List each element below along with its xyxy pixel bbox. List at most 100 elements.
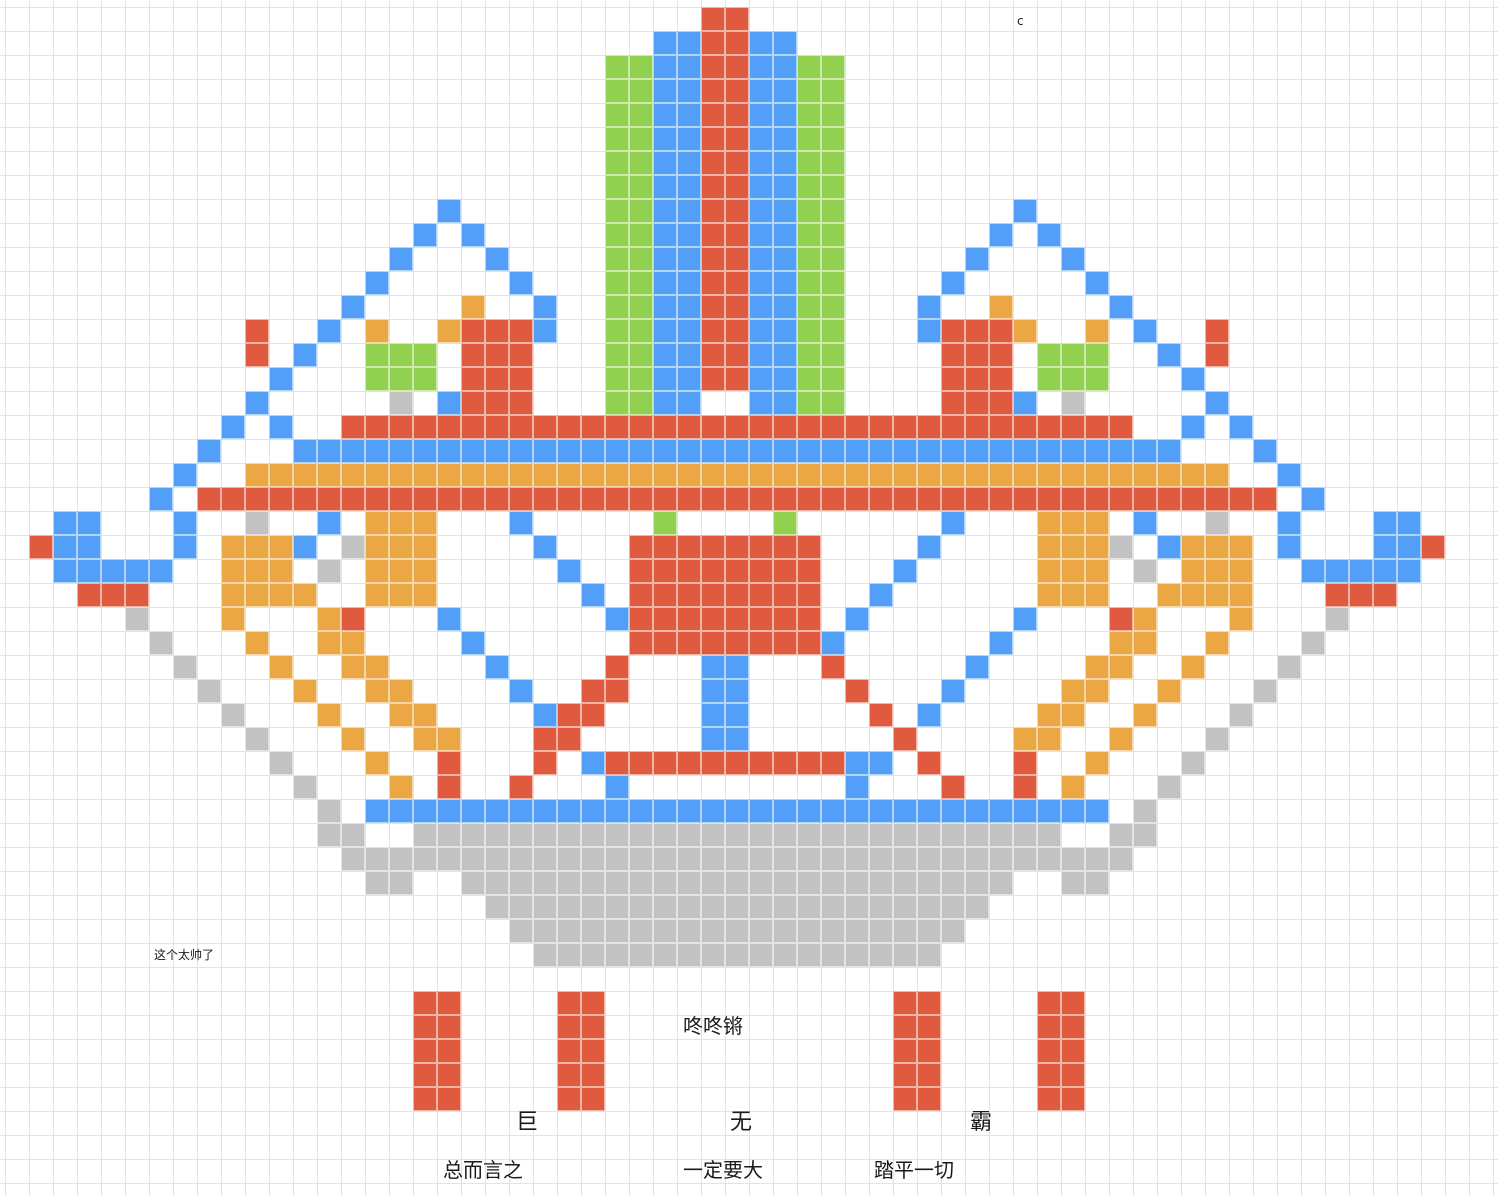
pixel-cell	[1277, 463, 1301, 487]
pixel-cell	[1061, 559, 1085, 583]
pixel-cell	[797, 895, 821, 919]
pixel-cell	[725, 127, 749, 151]
pixel-cell	[245, 727, 269, 751]
pixel-cell	[197, 487, 221, 511]
pixel-cell	[965, 367, 989, 391]
pixel-cell	[509, 271, 533, 295]
pixel-cell	[1037, 799, 1061, 823]
pixel-cell	[893, 799, 917, 823]
pixel-cell	[941, 679, 965, 703]
pixel-cell	[749, 583, 773, 607]
pixel-cell	[509, 343, 533, 367]
pixel-cell	[1301, 559, 1325, 583]
pixel-cell	[605, 487, 629, 511]
pixel-cell	[197, 679, 221, 703]
pixel-cell	[797, 343, 821, 367]
pixel-cell	[653, 295, 677, 319]
pixel-cell	[1181, 463, 1205, 487]
pixel-cell	[533, 823, 557, 847]
pixel-cell	[725, 559, 749, 583]
pixel-cell	[1397, 511, 1421, 535]
pixel-cell	[1301, 631, 1325, 655]
pixel-cell	[581, 1087, 605, 1111]
pixel-cell	[725, 535, 749, 559]
pixel-cell	[605, 175, 629, 199]
pixel-cell	[941, 823, 965, 847]
pixel-cell	[677, 607, 701, 631]
pixel-cell	[389, 343, 413, 367]
pixel-cell	[365, 799, 389, 823]
pixel-cell	[365, 319, 389, 343]
pixel-cell	[821, 943, 845, 967]
pixel-cell	[965, 415, 989, 439]
pixel-cell	[53, 535, 77, 559]
pixel-cell	[749, 463, 773, 487]
pixel-cell	[653, 415, 677, 439]
pixel-cell	[413, 487, 437, 511]
pixel-cell	[653, 319, 677, 343]
pixel-cell	[677, 799, 701, 823]
pixel-cell	[941, 919, 965, 943]
pixel-cell	[893, 487, 917, 511]
pixel-cell	[677, 223, 701, 247]
pixel-cell	[677, 175, 701, 199]
pixel-cell	[893, 823, 917, 847]
pixel-cell	[149, 487, 173, 511]
pixel-cell	[605, 823, 629, 847]
pixel-cell	[725, 823, 749, 847]
pixel-cell	[437, 199, 461, 223]
pixel-cell	[845, 415, 869, 439]
pixel-cell	[773, 367, 797, 391]
pixel-cell	[461, 631, 485, 655]
pixel-cell	[1085, 583, 1109, 607]
pixel-cell	[749, 607, 773, 631]
pixel-cell	[269, 559, 293, 583]
pixel-cell	[509, 463, 533, 487]
pixel-cell	[773, 271, 797, 295]
pixel-cell	[389, 463, 413, 487]
pixel-cell	[653, 55, 677, 79]
pixel-cell	[845, 439, 869, 463]
pixel-cell	[677, 151, 701, 175]
pixel-cell	[413, 1087, 437, 1111]
pixel-cell	[413, 223, 437, 247]
pixel-cell	[749, 871, 773, 895]
pixel-cell	[629, 823, 653, 847]
pixel-cell	[653, 175, 677, 199]
pixel-cell	[581, 871, 605, 895]
pixel-cell	[965, 343, 989, 367]
pixel-cell	[941, 415, 965, 439]
pixel-cell	[77, 535, 101, 559]
pixel-cell	[437, 991, 461, 1015]
pixel-cell	[677, 751, 701, 775]
pixel-cell	[605, 775, 629, 799]
pixel-cell	[389, 775, 413, 799]
pixel-cell	[365, 655, 389, 679]
pixel-cell	[701, 943, 725, 967]
pixel-cell	[1349, 583, 1373, 607]
pixel-cell	[965, 799, 989, 823]
pixel-cell	[1085, 319, 1109, 343]
pixel-cell	[605, 127, 629, 151]
pixel-cell	[749, 439, 773, 463]
pixel-cell	[941, 271, 965, 295]
pixel-cell	[1205, 535, 1229, 559]
pixel-cell	[341, 535, 365, 559]
pixel-cell	[461, 487, 485, 511]
pixel-cell	[317, 703, 341, 727]
pixel-cell	[821, 847, 845, 871]
pixel-cell	[1061, 487, 1085, 511]
pixel-cell	[941, 463, 965, 487]
pixel-cell	[701, 799, 725, 823]
pixel-cell	[701, 919, 725, 943]
pixel-cell	[1253, 487, 1277, 511]
pixel-cell	[125, 583, 149, 607]
pixel-cell	[101, 583, 125, 607]
pixel-cell	[1061, 439, 1085, 463]
pixel-cell	[869, 415, 893, 439]
pixel-cell	[773, 607, 797, 631]
pixel-cell	[797, 439, 821, 463]
pixel-cell	[557, 463, 581, 487]
pixel-cell	[749, 823, 773, 847]
pixel-cell	[1205, 583, 1229, 607]
